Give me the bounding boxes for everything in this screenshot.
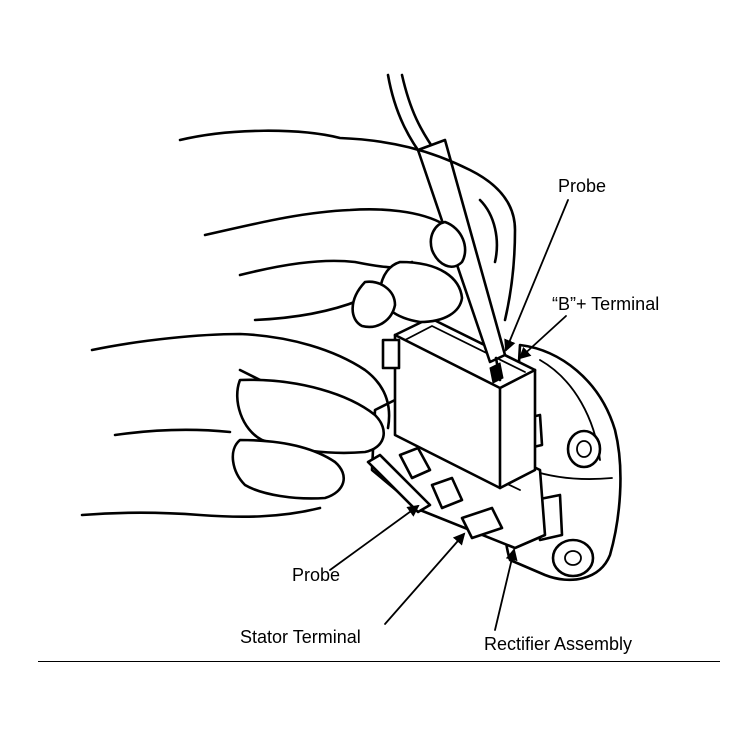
lower-hand bbox=[80, 332, 432, 519]
upper-finger-tip bbox=[378, 260, 464, 324]
arrow-probe-top bbox=[504, 199, 569, 352]
leader-lines bbox=[329, 199, 569, 631]
label-rectifier-assembly: Rectifier Assembly bbox=[484, 634, 633, 654]
connector-clip bbox=[381, 338, 401, 370]
terminal-tab-2 bbox=[430, 476, 464, 510]
arrow-probe-bottom bbox=[329, 504, 420, 571]
stator-terminal-tab bbox=[460, 506, 504, 540]
label-stator-terminal: Stator Terminal bbox=[240, 627, 361, 647]
arrow-b-terminal bbox=[518, 315, 567, 360]
mounting-hole-lower bbox=[551, 538, 595, 578]
label-probe-bottom: Probe bbox=[292, 565, 341, 585]
upper-hand bbox=[178, 129, 517, 329]
mounting-hole-upper bbox=[566, 429, 602, 469]
lower-middle-finger bbox=[231, 438, 345, 500]
connector-housing bbox=[381, 316, 537, 490]
bottom-rule bbox=[38, 661, 720, 662]
arrow-rectifier-assembly bbox=[494, 548, 518, 631]
label-probe-top: Probe bbox=[558, 176, 607, 196]
lower-probe-tip bbox=[366, 453, 432, 514]
upper-thumb-tip bbox=[429, 220, 467, 268]
terminal-tab-1 bbox=[398, 446, 432, 480]
label-b-terminal: “B”+ Terminal bbox=[552, 294, 660, 314]
arrow-stator-terminal bbox=[384, 532, 466, 625]
lower-index-finger bbox=[235, 378, 385, 455]
